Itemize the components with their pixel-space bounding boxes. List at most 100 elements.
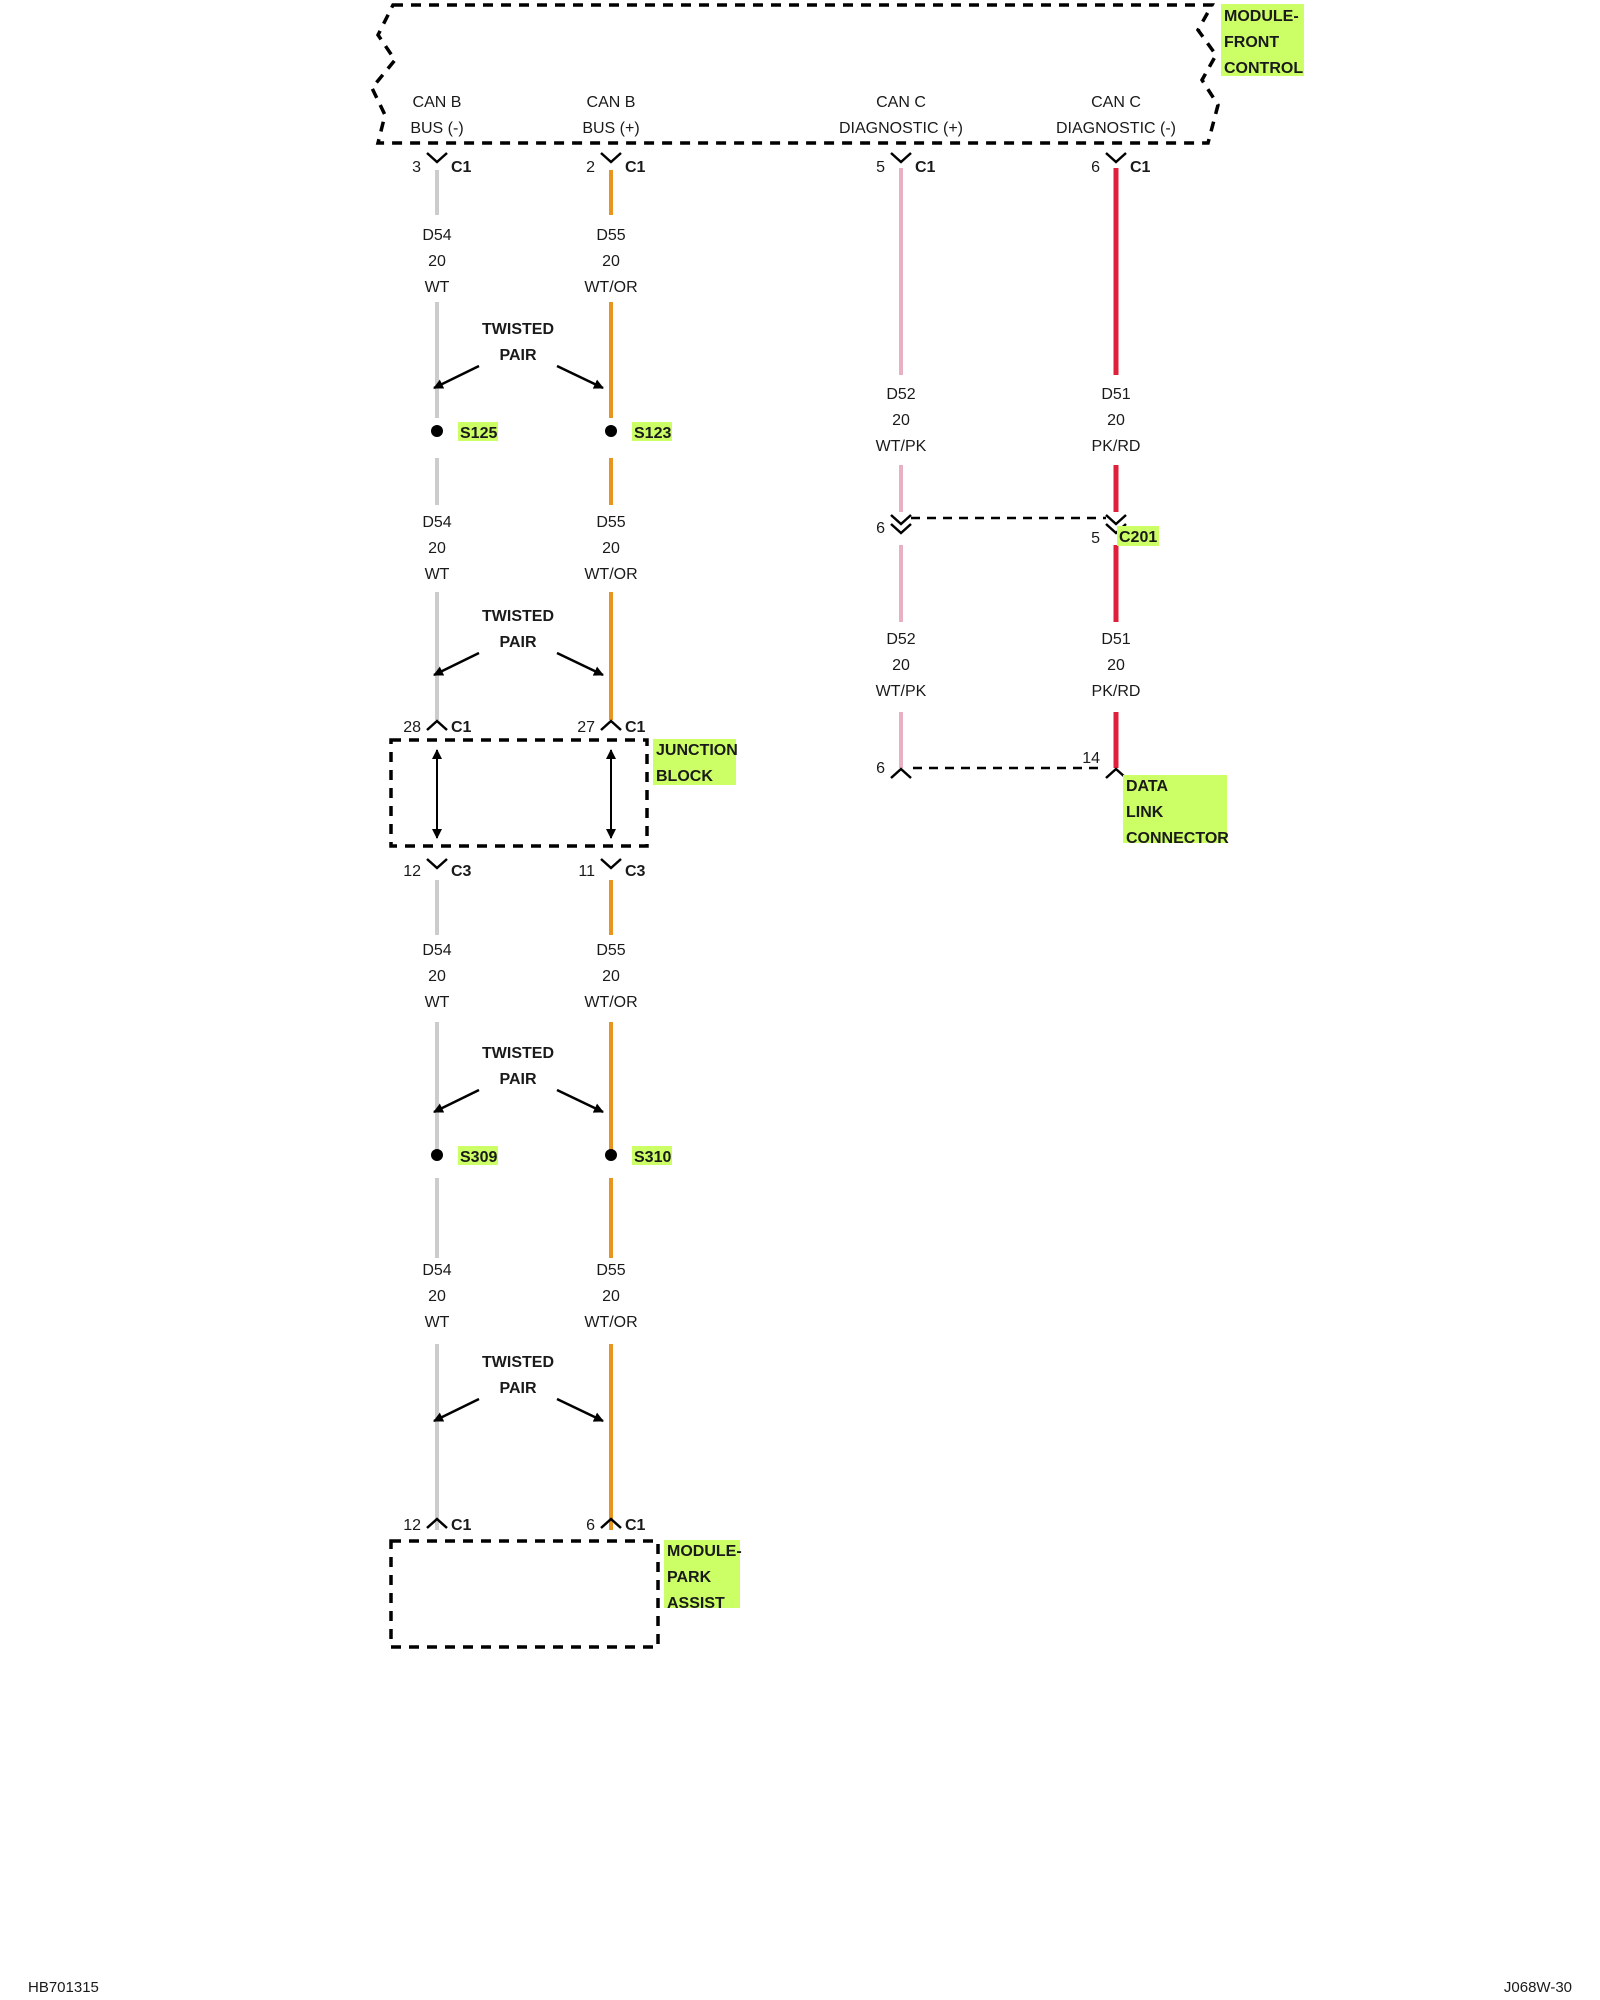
c201-connector-symbol: [1105, 514, 1127, 526]
junction-block-top-connector-pin: 27: [577, 719, 595, 736]
wire-circuit-label: D55: [596, 1262, 625, 1279]
dlc-label-line: CONNECTOR: [1126, 830, 1229, 847]
twisted-pair-arrow: [433, 1397, 480, 1423]
junction-block-outline: [389, 738, 649, 848]
fcm-connector-connector: C1: [625, 159, 646, 176]
wire-circuit-label: D54: [422, 514, 451, 531]
twisted-pair-label: TWISTED: [482, 1045, 554, 1062]
splice-dot: [605, 1149, 617, 1161]
splice-label: S310: [634, 1149, 671, 1166]
junction-block-bottom-connector-connector: C3: [451, 863, 472, 880]
park-assist-label-line: ASSIST: [667, 1595, 725, 1612]
park-assist-connector-symbol: [600, 1517, 622, 1529]
twisted-pair-label: PAIR: [499, 1071, 536, 1088]
twisted-pair-arrow: [433, 651, 480, 677]
c201-pin: 5: [1091, 530, 1100, 547]
twisted-pair-label: TWISTED: [482, 608, 554, 625]
fcm-connector-symbol: [890, 152, 912, 164]
diagram-code-left: HB701315: [28, 1979, 99, 1996]
wire-color-label: PK/RD: [1092, 683, 1141, 700]
park-assist-connector-pin: 6: [586, 1517, 595, 1534]
wire-gauge-label: 20: [602, 540, 620, 557]
wire-color-label: WT/OR: [584, 279, 637, 296]
dlc-label-line: DATA: [1126, 778, 1169, 795]
wire-circuit-label: D51: [1101, 631, 1130, 648]
front-control-label-highlight: [1221, 4, 1304, 76]
splice-label: S309: [460, 1149, 497, 1166]
dlc-label-highlight: [1123, 775, 1227, 843]
fcm-connector-pin: 2: [586, 159, 595, 176]
diagram-code-right: J068W-30: [1503, 1979, 1572, 1996]
twisted-pair-arrow: [556, 364, 604, 390]
park-assist-connector-pin: 12: [403, 1517, 421, 1534]
twisted-pair-label: PAIR: [499, 1380, 536, 1397]
dlc-pin: 14: [1082, 750, 1100, 767]
junction-block-top-connector-connector: C1: [451, 719, 472, 736]
dlc-label-line: LINK: [1126, 804, 1164, 821]
wire-color-label: WT/OR: [584, 566, 637, 583]
wire-gauge-label: 20: [602, 253, 620, 270]
splice-dot: [431, 1149, 443, 1161]
wire-circuit-label: D55: [596, 227, 625, 244]
wire-circuit-label: D54: [422, 1262, 451, 1279]
park-assist-connector-symbol: [426, 1517, 448, 1529]
signal-label: CAN B: [587, 94, 636, 111]
twisted-pair-label: PAIR: [499, 347, 536, 364]
c201-pin: 6: [876, 520, 885, 537]
park-assist-label-line: MODULE-: [667, 1543, 742, 1560]
splice-dot: [431, 425, 443, 437]
junction-block-top-connector-connector: C1: [625, 719, 646, 736]
junction-block-top-connector-pin: 28: [403, 719, 421, 736]
wire-color-label: WT: [425, 994, 450, 1011]
front-control-label-line: MODULE-: [1224, 8, 1299, 25]
park-assist-label-highlight: [664, 1540, 740, 1608]
wire-gauge-label: 20: [1107, 657, 1125, 674]
junction-block-bottom-connector-pin: 11: [578, 863, 595, 880]
signal-label: BUS (-): [410, 120, 463, 137]
twisted-pair-arrow: [556, 1088, 604, 1114]
splice-label-highlight: [458, 422, 498, 441]
signal-label: CAN C: [876, 94, 926, 111]
signal-label: DIAGNOSTIC (-): [1056, 120, 1176, 137]
wire-color-label: WT/PK: [876, 683, 927, 700]
park-assist-module-outline: [389, 1539, 660, 1649]
c201-connector-symbol: [890, 514, 912, 526]
fcm-connector-symbol: [1105, 152, 1127, 164]
twisted-pair-arrow: [556, 651, 604, 677]
c201-connector-symbol: [890, 523, 912, 535]
signal-label: DIAGNOSTIC (+): [839, 120, 963, 137]
wire-circuit-label: D52: [886, 631, 915, 648]
c201-label: C201: [1119, 529, 1157, 546]
splice-dot: [605, 425, 617, 437]
twisted-pair-label: TWISTED: [482, 321, 554, 338]
front-control-module-outline: [369, 3, 1220, 145]
junction-block-top-connector-symbol: [426, 719, 448, 731]
park-assist-connector-connector: C1: [451, 1517, 472, 1534]
junction-block-bottom-connector-pin: 12: [403, 863, 421, 880]
dlc-connector-symbol: [890, 767, 912, 779]
junction-block-label-line: JUNCTION: [656, 742, 738, 759]
wire-color-label: WT: [425, 566, 450, 583]
junction-block-label-highlight: [653, 739, 736, 785]
signal-label: BUS (+): [582, 120, 639, 137]
wire-circuit-label: D55: [596, 514, 625, 531]
wire-color-label: WT: [425, 279, 450, 296]
fcm-connector-symbol: [600, 152, 622, 164]
twisted-pair-arrow: [433, 1088, 480, 1114]
splice-label-highlight: [632, 1146, 672, 1165]
wire-gauge-label: 20: [602, 1288, 620, 1305]
fcm-connector-pin: 6: [1091, 159, 1100, 176]
wire-gauge-label: 20: [1107, 412, 1125, 429]
wire-circuit-label: D54: [422, 227, 451, 244]
wire-gauge-label: 20: [428, 540, 446, 557]
park-assist-label-line: PARK: [667, 1569, 712, 1586]
fcm-connector-symbol: [426, 152, 448, 164]
wire-color-label: WT/OR: [584, 1314, 637, 1331]
junction-block-bottom-connector-symbol: [600, 858, 622, 870]
dlc-pin: 6: [876, 760, 885, 777]
wire-gauge-label: 20: [428, 968, 446, 985]
splice-label-highlight: [632, 422, 672, 441]
junction-block-top-connector-symbol: [600, 719, 622, 731]
